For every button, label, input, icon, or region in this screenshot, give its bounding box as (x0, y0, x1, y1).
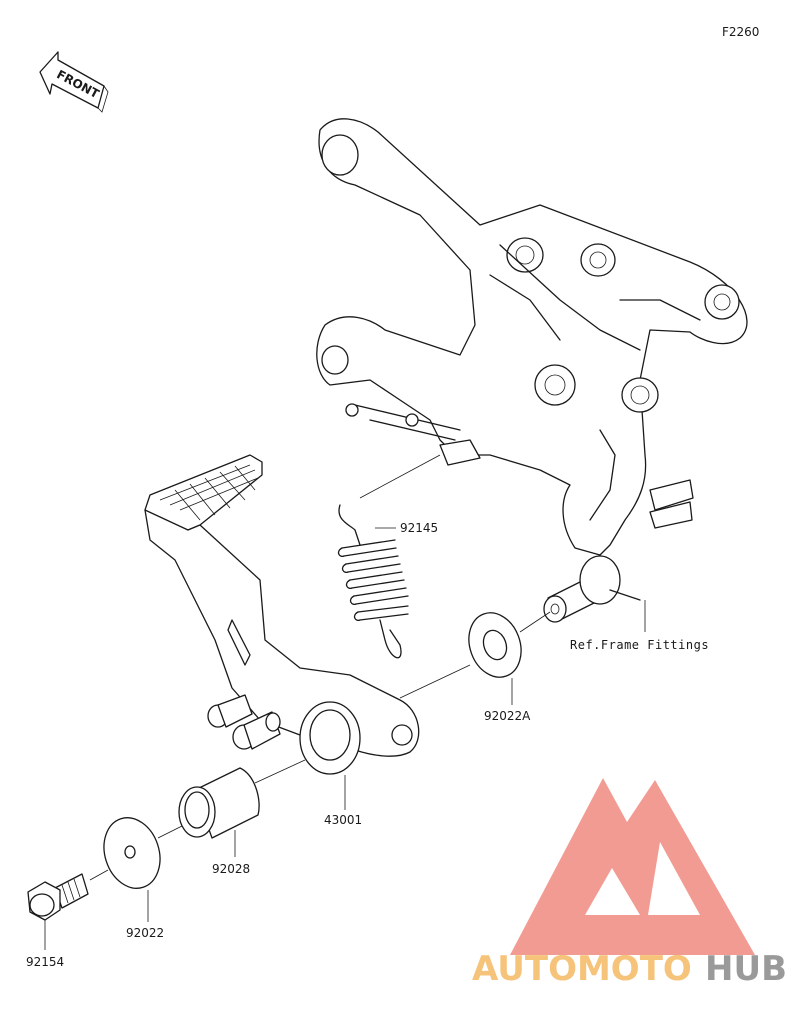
leader-lines (44, 527, 646, 950)
washer-92022 (103, 817, 161, 889)
brake-pedal (144, 454, 420, 757)
watermark-brand-suffix: HUB (705, 949, 787, 989)
watermark-brand-prefix: AUTOMOTO (472, 949, 692, 989)
part-label-92022: 92022 (126, 926, 164, 940)
bolt-92154 (27, 873, 89, 921)
bushing-43001 (299, 701, 361, 775)
washer-92022a (468, 612, 522, 678)
assembly-lines (89, 454, 551, 881)
front-arrow-icon: FRONT (39, 51, 109, 113)
part-label-92145: 92145 (400, 521, 438, 535)
part-label-92028: 92028 (212, 862, 250, 876)
watermark-triangle-icon (510, 778, 755, 955)
frame-bracket (316, 118, 748, 623)
part-label-92022a: 92022A (484, 709, 531, 723)
collar-92028 (178, 767, 260, 839)
watermark-logo (510, 778, 755, 955)
figure-id: F2260 (722, 25, 759, 39)
watermark-brand: AUTOMOTO HUB (472, 949, 787, 989)
reference-note: Ref.Frame Fittings (570, 638, 709, 652)
part-label-92154: 92154 (26, 955, 64, 969)
spring-92145 (337, 504, 409, 659)
part-label-43001: 43001 (324, 813, 362, 827)
